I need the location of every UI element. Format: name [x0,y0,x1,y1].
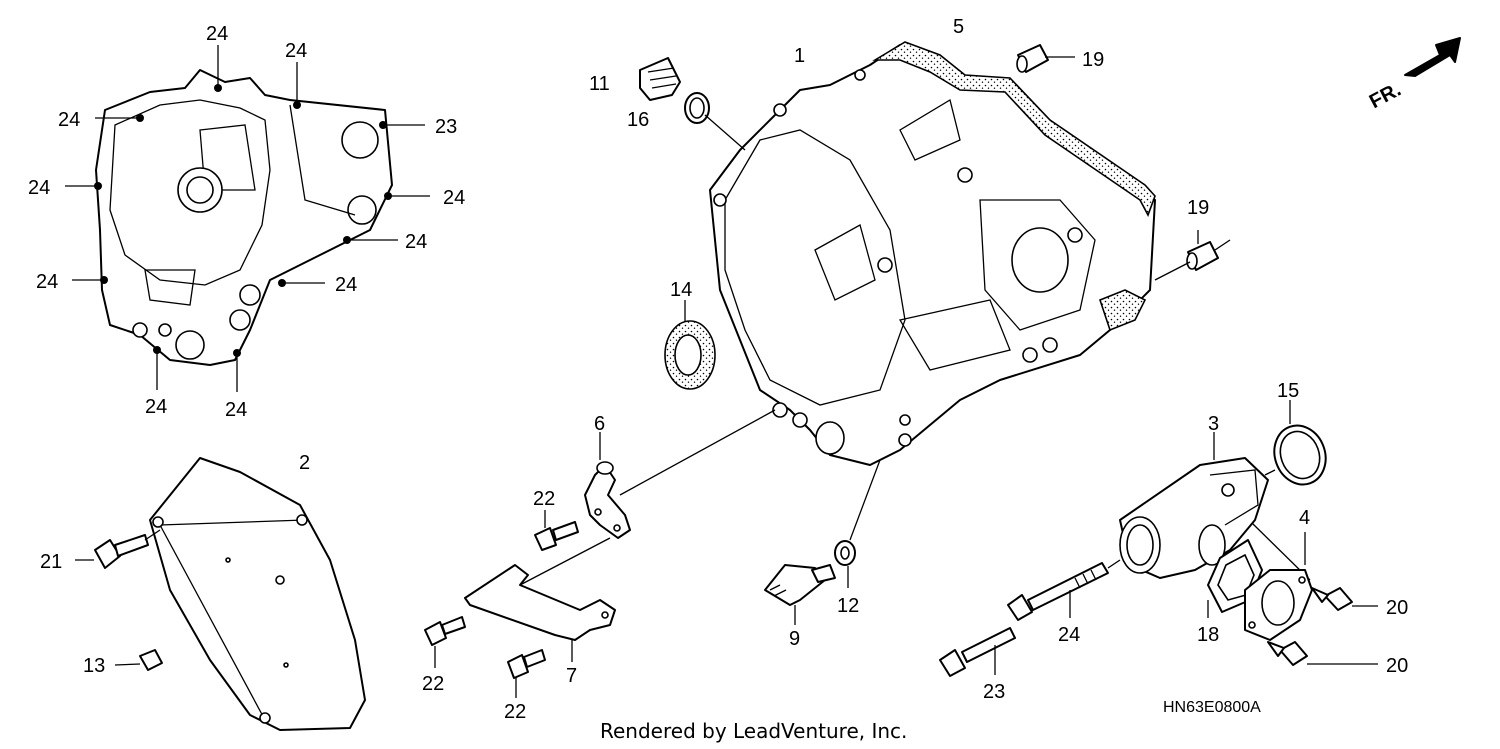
flange-part-4 [1244,569,1313,641]
plug-part-13 [139,649,163,671]
callout-24-left-a: 24 [58,109,80,131]
callout-24-bottom-a: 24 [145,396,167,418]
bolt-part-21 [94,534,149,569]
filler-plug-part-11 [639,57,681,101]
callout-24-bottom-b: 24 [225,399,247,421]
front-direction-label: FR. [1366,79,1405,114]
bolt-part-22-left [424,616,466,646]
callout-22-bottom: 22 [504,701,526,723]
left-crankcase-cover [94,69,393,366]
bolt-part-22-bottom [507,649,546,679]
left-cover-leaders [65,45,430,392]
callout-24-left-c: 24 [36,271,58,293]
bracket-part-7 [464,564,616,641]
washer-part-12 [834,540,856,566]
callout-5: 5 [953,16,964,38]
o-ring-part-16 [684,92,710,124]
callout-23-left-cover: 23 [435,116,457,138]
callout-24-long-bolt: 24 [1058,624,1080,646]
oil-seal-part-14 [664,300,716,390]
bolt-part-22-upper [534,521,579,551]
callout-14: 14 [670,279,692,301]
callout-20-lower: 20 [1386,655,1408,677]
callout-18: 18 [1197,624,1219,646]
callout-24-left-b: 24 [28,177,50,199]
callout-9: 9 [789,628,800,650]
sensor-part-9 [764,564,836,606]
callout-24-right-c: 24 [335,274,357,296]
dowel-pin-part-19-upper [1016,44,1049,73]
callout-16: 16 [627,109,649,131]
bracket-part-6 [584,461,631,539]
bolt-hole-dots [94,84,392,357]
joint-pipe-part-3 [1119,457,1269,579]
callout-2: 2 [299,452,310,474]
callout-24-right-a: 24 [443,187,465,209]
footer-credit: Rendered by LeadVenture, Inc. [600,719,907,743]
callout-6: 6 [594,413,605,435]
crankcase-half-part-1 [709,44,1156,466]
o-ring-part-15 [1273,424,1327,486]
callout-3: 3 [1208,413,1219,435]
callout-1: 1 [794,45,805,67]
callout-24-top-b: 24 [285,40,307,62]
callout-labels: 1 2 3 4 5 6 7 9 11 12 13 14 15 16 18 19 … [28,16,1408,723]
callout-24-right-b: 24 [405,231,427,253]
callout-19-upper: 19 [1082,49,1104,71]
callout-4: 4 [1299,507,1310,529]
callout-19-lower: 19 [1187,197,1209,219]
callout-7: 7 [566,665,577,687]
callout-12: 12 [837,595,859,617]
callout-24-top-a: 24 [206,23,228,45]
callout-21: 21 [40,551,62,573]
side-cover-part-2 [149,457,366,731]
callout-20-upper: 20 [1386,597,1408,619]
long-bolt-part-24 [1007,562,1109,621]
dowel-pin-part-19-lower [1186,241,1219,271]
callout-13: 13 [83,655,105,677]
callout-11: 11 [589,73,610,95]
callout-22-upper: 22 [533,488,555,510]
front-direction-indicator: FR. [1366,37,1461,114]
bolt-part-20-lower [1267,641,1308,666]
bolt-part-23-lower [939,627,1016,677]
diagram-code: HN63E0800A [1163,699,1261,716]
callout-22-left: 22 [422,673,444,695]
gasket-part-5 [872,41,1156,332]
callout-15: 15 [1277,380,1299,402]
bolt-part-20-upper [1311,587,1353,611]
callout-23-lower: 23 [983,681,1005,703]
